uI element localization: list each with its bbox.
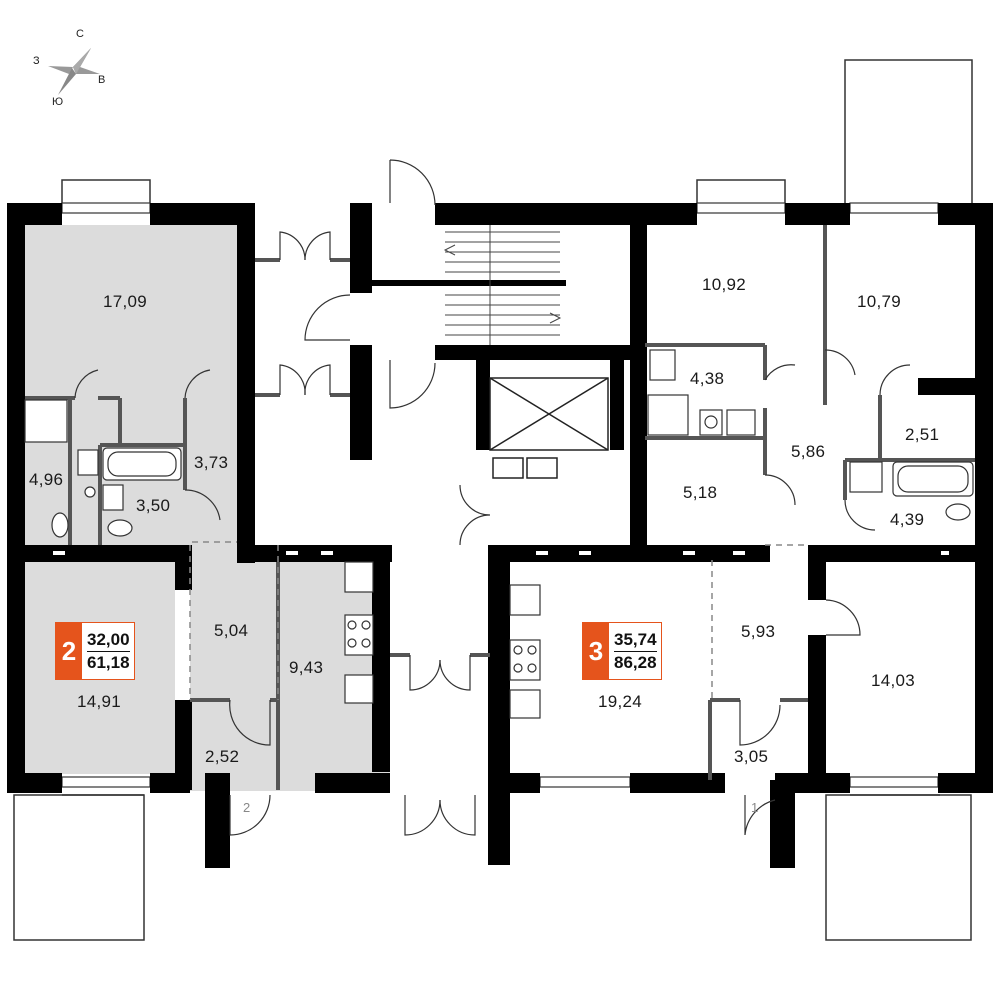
zone-dividers — [189, 541, 808, 700]
sink-icon — [849, 461, 883, 493]
compass-south: Ю — [52, 96, 64, 108]
boiler-icon — [344, 674, 374, 704]
plumbing-fixtures — [24, 349, 974, 719]
sink-icon — [77, 449, 99, 476]
room-area: 4,38 — [690, 369, 725, 388]
room-area: 14,03 — [871, 671, 916, 690]
apartment-number: 2 — [56, 623, 82, 679]
room-area: 10,92 — [702, 275, 747, 294]
apartment-2-badge: 2 32,00 61,18 — [55, 622, 135, 680]
kitchen-sink-icon — [509, 584, 541, 616]
sink-icon — [649, 349, 676, 381]
shower-icon — [647, 394, 689, 436]
room-area: 5,04 — [214, 621, 249, 640]
compass-north: С — [76, 28, 84, 40]
stove-icon — [509, 639, 541, 681]
total-area: 61,18 — [87, 650, 130, 672]
room-area: 2,52 — [205, 747, 240, 766]
room-area: 9,43 — [289, 658, 324, 677]
vent-blocks — [51, 549, 951, 557]
room-area: 19,24 — [598, 692, 643, 711]
total-area: 86,28 — [614, 650, 657, 672]
room-area: 2,51 — [905, 425, 940, 444]
sink-icon — [726, 409, 756, 436]
room-area: 17,09 — [103, 292, 148, 311]
room-area: 5,93 — [741, 622, 776, 641]
room-area: 3,73 — [194, 453, 229, 472]
compass-rose-icon — [48, 48, 100, 95]
toilet-icon — [107, 519, 133, 537]
apartment-number: 3 — [583, 623, 609, 679]
toilet-icon — [51, 512, 69, 538]
kitchen-sink-icon — [344, 561, 374, 593]
toilet-icon — [945, 503, 971, 521]
walls — [7, 203, 993, 868]
room-area: 5,86 — [791, 442, 826, 461]
entrance-number: 1 — [751, 800, 759, 815]
balcony-outlines — [13, 59, 973, 941]
sink-icon — [102, 484, 124, 511]
room-area: 3,05 — [734, 747, 769, 766]
room-area: 3,50 — [136, 496, 171, 515]
apartment-3-badge: 3 35,74 86,28 — [582, 622, 662, 680]
room-area: 10,79 — [857, 292, 902, 311]
room-area: 4,39 — [890, 510, 925, 529]
elevator-shaft — [489, 377, 609, 479]
door-swings — [74, 159, 911, 836]
stove-icon — [344, 614, 374, 656]
room-area: 14,91 — [77, 692, 122, 711]
entrance-number: 2 — [243, 800, 251, 815]
room-area: 5,18 — [683, 483, 718, 502]
room-area: 4,96 — [29, 470, 64, 489]
living-area: 32,00 — [87, 629, 130, 649]
compass-east: В — [98, 74, 106, 86]
partitions — [25, 225, 975, 790]
shower-icon — [24, 399, 68, 443]
living-area: 35,74 — [614, 629, 657, 649]
compass-west: З — [33, 55, 40, 67]
boiler-icon — [509, 689, 541, 719]
washer-icon — [84, 486, 96, 498]
staircase — [443, 225, 562, 345]
